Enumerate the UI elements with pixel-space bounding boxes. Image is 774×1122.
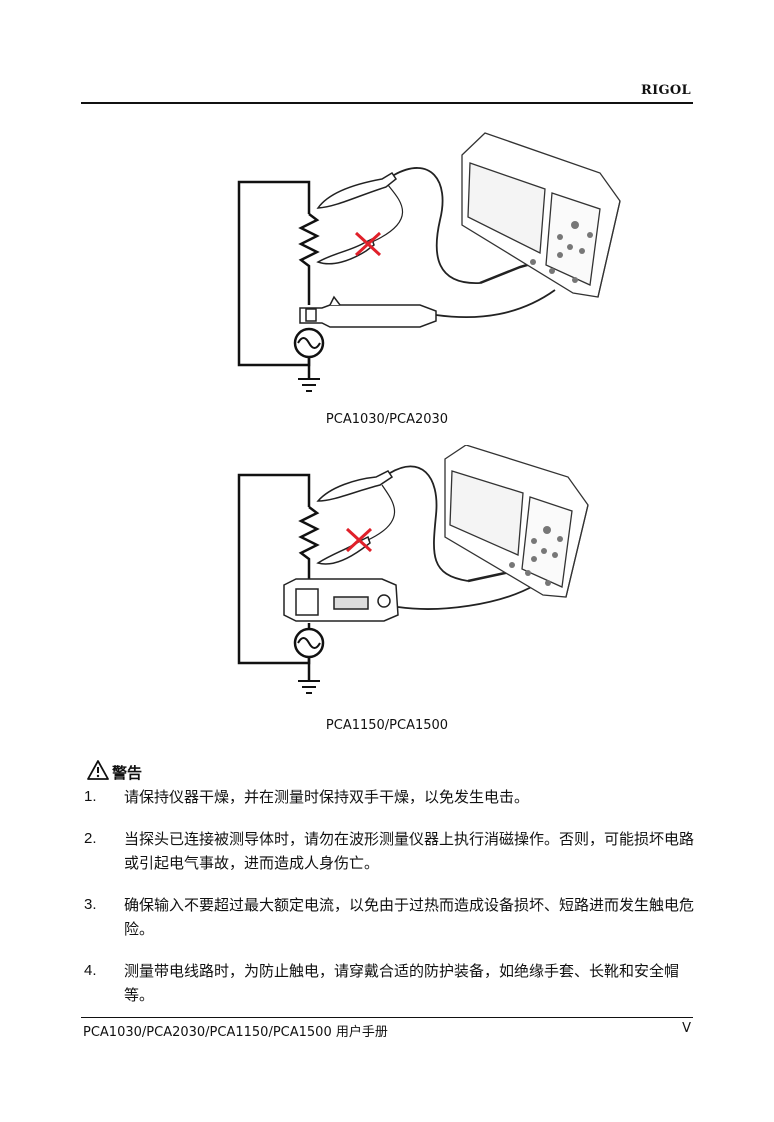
figure-2-caption: PCA1150/PCA1500 [325, 718, 449, 733]
warning-title: 警告 [112, 763, 143, 782]
warning-list: 1. 请保持仪器干燥，并在测量时保持双手干燥，以免发生电击。 2. 当探头已连接… [84, 785, 694, 1007]
figure-1-diagram [0, 125, 774, 410]
item-text: 当探头已连接被测导体时，请勿在波形测量仪器上执行消磁操作。否则，可能损坏电路或引… [124, 830, 695, 872]
item-number: 4. [84, 962, 97, 979]
footer-title: PCA1030/PCA2030/PCA1150/PCA1500 用户手册 [83, 1025, 388, 1040]
figure-2-diagram [0, 445, 774, 700]
header-rule [81, 102, 693, 104]
list-item: 2. 当探头已连接被测导体时，请勿在波形测量仪器上执行消磁操作。否则，可能损坏电… [84, 827, 694, 875]
brand-logo: RIGOL [641, 83, 691, 98]
footer-rule [81, 1017, 693, 1018]
warning-triangle-icon [86, 759, 110, 785]
list-item: 4. 测量带电线路时，为防止触电，请穿戴合适的防护装备，如绝缘手套、长靴和安全帽… [84, 959, 694, 1007]
item-number: 1. [84, 788, 97, 805]
figure-1-caption: PCA1030/PCA2030 [325, 412, 449, 427]
list-item: 1. 请保持仪器干燥，并在测量时保持双手干燥，以免发生电击。 [84, 785, 694, 809]
item-text: 测量带电线路时，为防止触电，请穿戴合适的防护装备，如绝缘手套、长靴和安全帽等。 [124, 962, 680, 1004]
item-text: 确保输入不要超过最大额定电流，以免由于过热而造成设备损坏、短路进而发生触电危险。 [124, 896, 695, 938]
warning-heading: 警告 [86, 760, 142, 784]
item-number: 3. [84, 896, 97, 913]
item-text: 请保持仪器干燥，并在测量时保持双手干燥，以免发生电击。 [124, 788, 530, 806]
list-item: 3. 确保输入不要超过最大额定电流，以免由于过热而造成设备损坏、短路进而发生触电… [84, 893, 694, 941]
item-number: 2. [84, 830, 97, 847]
page-number: V [682, 1021, 691, 1036]
